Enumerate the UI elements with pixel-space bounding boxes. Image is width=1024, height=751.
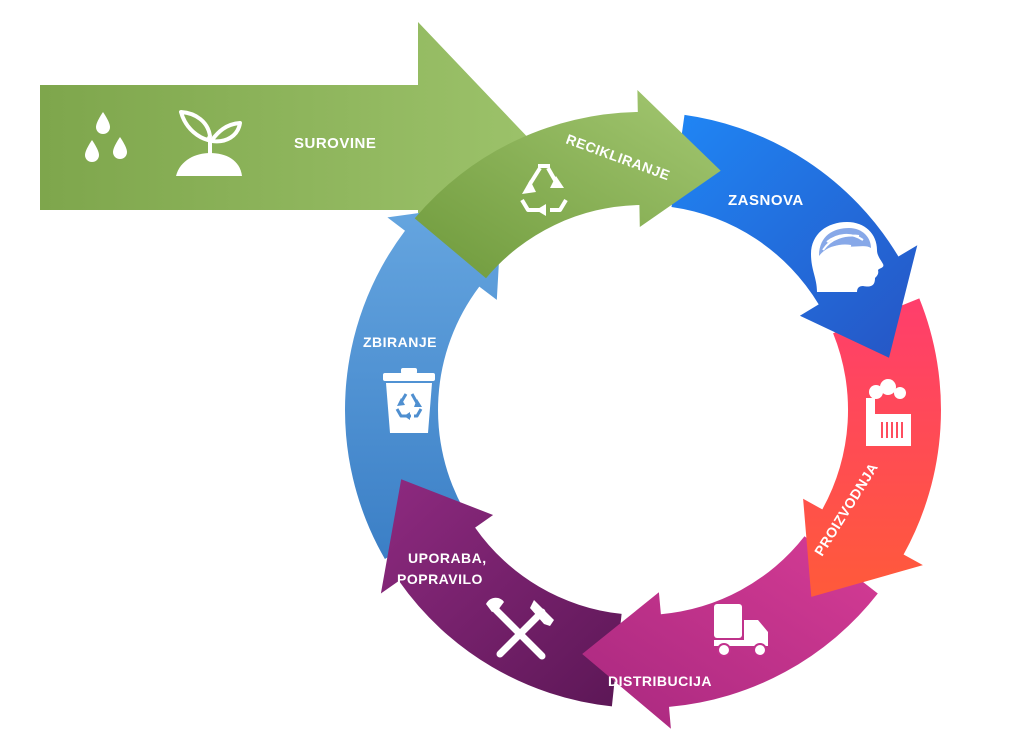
input-content: SUROVINE	[85, 110, 376, 176]
water-drops-icon	[85, 112, 127, 162]
input-label: SUROVINE	[294, 135, 376, 152]
recycle-bin-icon	[383, 368, 435, 433]
input-arrow-surovine	[40, 22, 535, 268]
ring-segment-zasnova	[671, 114, 918, 358]
stage-label-uporaba-line2: POPRAVILO	[397, 571, 483, 587]
stage-label-zbiranje: ZBIRANJE	[363, 334, 437, 350]
factory-icon	[866, 379, 911, 446]
stage-uporaba-popravilo: UPORABA, POPRAVILO	[397, 550, 554, 660]
sprout-icon	[176, 110, 242, 176]
stage-label-distribucija: DISTRIBUCIJA	[608, 673, 712, 689]
recycle-icon	[520, 164, 568, 216]
ring-segment-proizvodnja	[803, 298, 941, 597]
ring-segment-recikliranje	[414, 90, 721, 279]
stage-distribucija: DISTRIBUCIJA	[608, 604, 768, 689]
truck-icon	[714, 604, 768, 657]
stage-label-zasnova: ZASNOVA	[728, 192, 804, 209]
stage-label-uporaba-line1: UPORABA,	[408, 550, 487, 566]
stage-zasnova: ZASNOVA	[728, 192, 884, 292]
stage-zbiranje: ZBIRANJE	[363, 334, 437, 433]
ring-segment-uporaba	[380, 479, 622, 707]
head-profile-icon	[811, 222, 884, 292]
tools-icon	[486, 597, 554, 660]
